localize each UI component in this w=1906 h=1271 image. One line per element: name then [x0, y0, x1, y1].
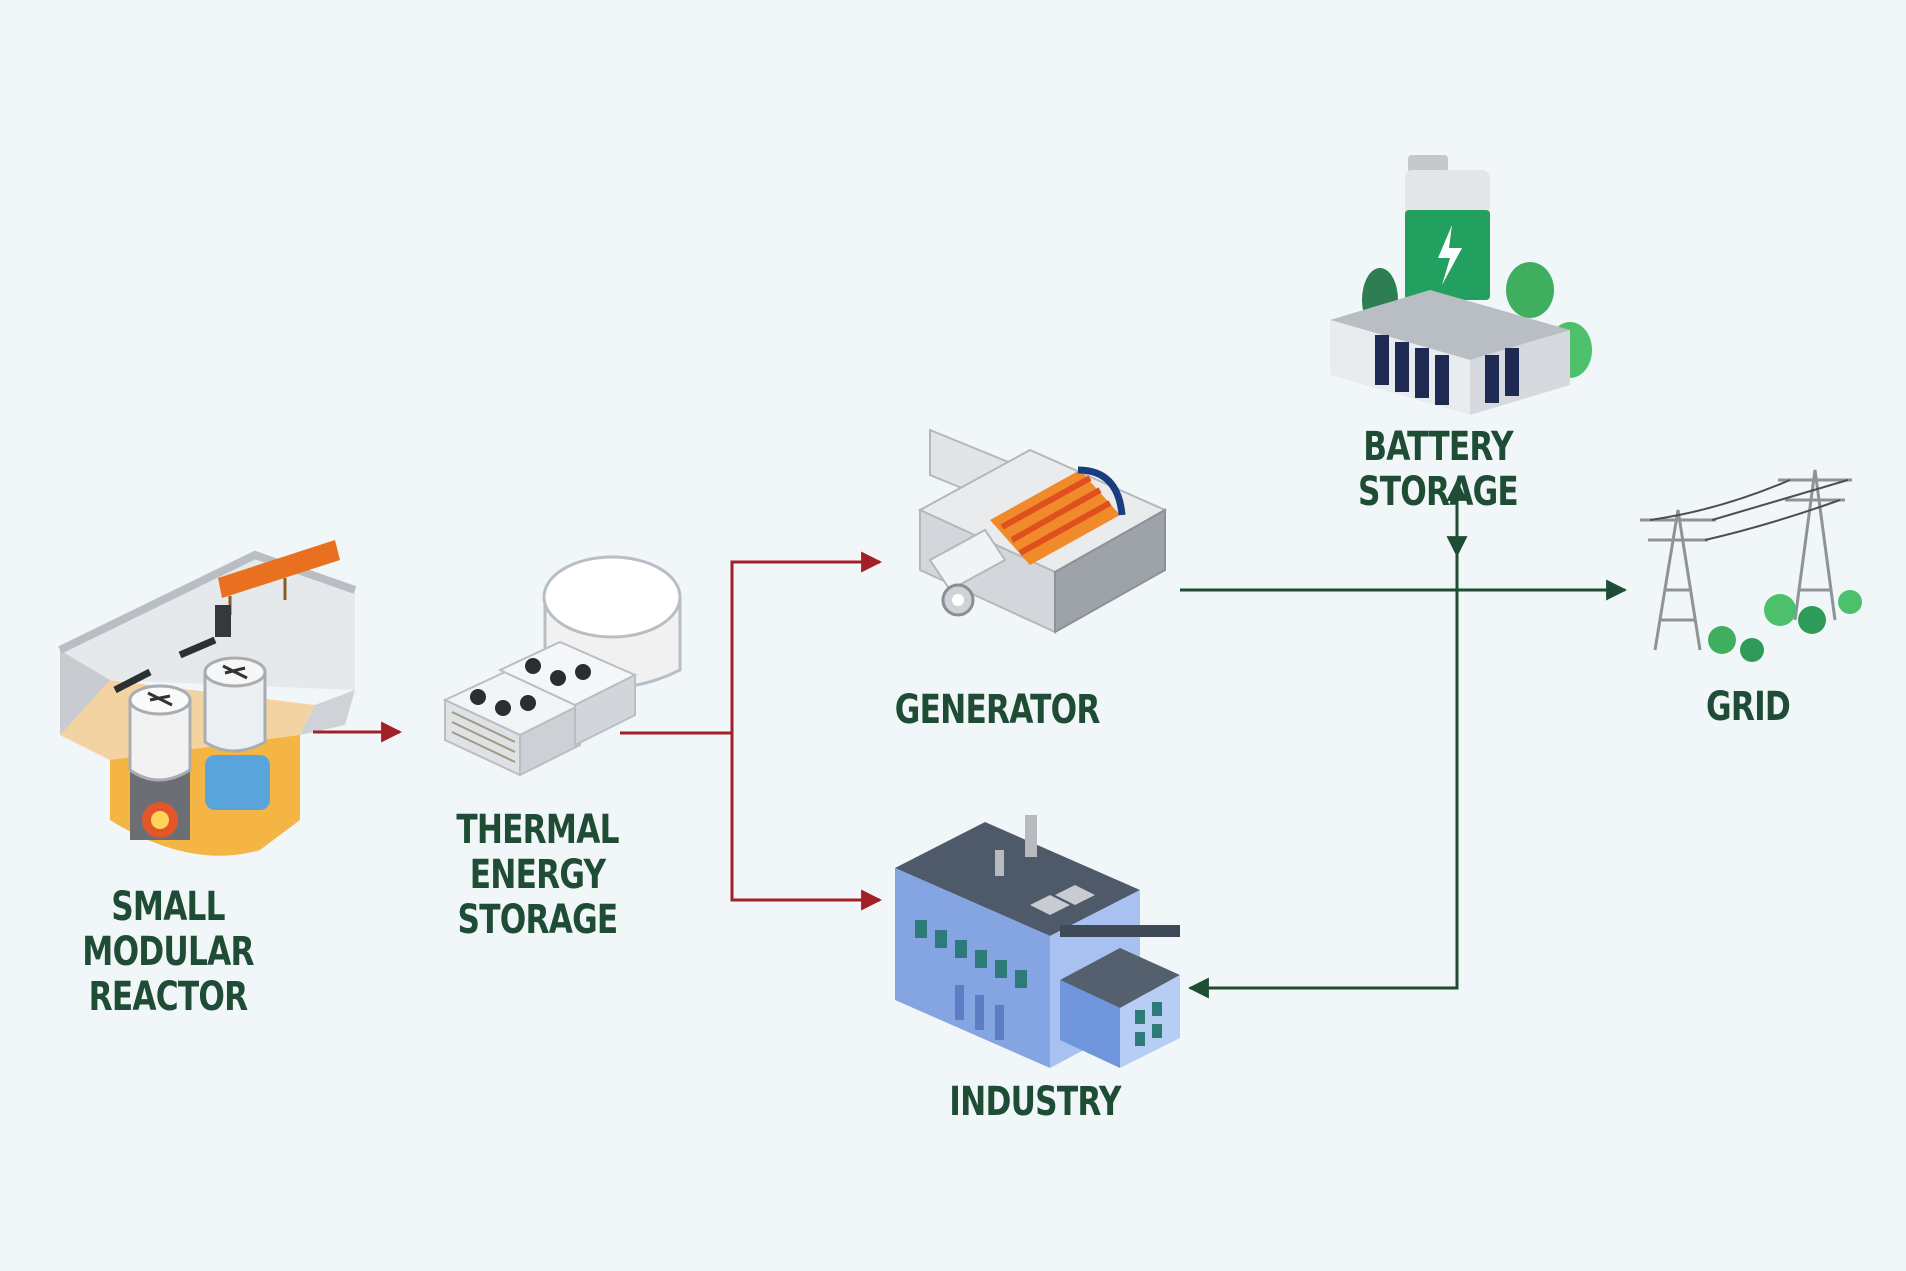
arrow-bus-to-industry	[1187, 555, 1459, 999]
arrow-to-generator	[730, 551, 883, 733]
label-thermal-energy-storage: THERMAL ENERGY STORAGE	[456, 807, 619, 943]
thermal-storage-icon	[442, 555, 682, 777]
grid-trees	[1708, 590, 1862, 662]
small-modular-reactor-icon	[58, 540, 357, 856]
label-small-modular-reactor: SMALL MODULAR REACTOR	[82, 884, 254, 1020]
label-generator: GENERATOR	[894, 687, 1101, 733]
label-industry: INDUSTRY	[949, 1079, 1121, 1125]
factory-icon	[895, 815, 1180, 1068]
generator-icon	[917, 428, 1168, 634]
label-grid: GRID	[1705, 684, 1791, 730]
arrow-to-industry	[730, 733, 883, 911]
battery-icon	[1330, 155, 1592, 415]
label-battery-storage: BATTERY STORAGE	[1358, 424, 1519, 515]
power-pylon-icon	[1640, 469, 1852, 651]
